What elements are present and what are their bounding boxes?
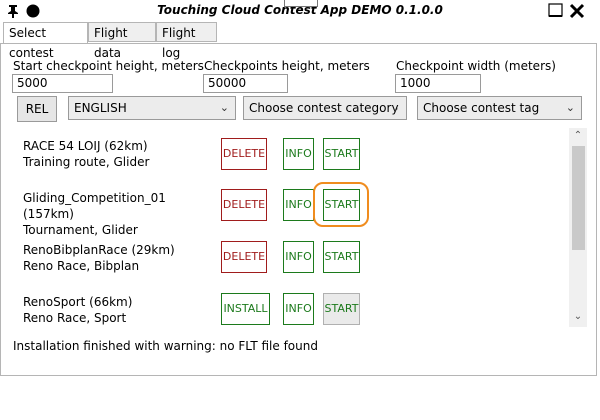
chevron-down-icon: ⌄ xyxy=(390,101,400,114)
category-select-value: Choose contest category xyxy=(249,101,399,115)
contest-subtitle: Training route, Glider xyxy=(23,155,150,169)
contest-subtitle: Reno Race, Bibplan xyxy=(23,259,140,273)
contest-title: RACE 54 LOIJ (62km) xyxy=(23,139,148,153)
start-button[interactable]: START xyxy=(323,293,360,325)
tag-select[interactable]: Choose contest tag ⌄ xyxy=(417,96,582,120)
title-bar: Touching Cloud Contest App DEMO 0.1.0.0 xyxy=(0,0,600,24)
delete-button[interactable]: DELETE xyxy=(221,189,267,221)
status-message: Installation finished with warning: no F… xyxy=(13,339,318,353)
checkpoint-width-input[interactable]: 1000 xyxy=(395,74,481,93)
tab-flight-log[interactable]: Flight log xyxy=(156,22,217,60)
delete-button[interactable]: DELETE xyxy=(221,241,267,273)
rel-button[interactable]: REL xyxy=(17,96,57,122)
contest-title: RenoBibplanRace (29km) xyxy=(23,243,175,257)
contest-subtitle: Reno Race, Sport xyxy=(23,311,127,325)
checkpoints-height-label: Checkpoints height, meters xyxy=(204,59,370,73)
contest-panel xyxy=(0,43,597,376)
checkpoint-width-label: Checkpoint width (meters) xyxy=(396,59,556,73)
checkpoints-height-input[interactable]: 50000 xyxy=(203,74,288,93)
contest-subtitle: Tournament, Glider xyxy=(23,223,138,237)
tag-select-value: Choose contest tag xyxy=(423,101,540,115)
pin-icon[interactable] xyxy=(6,4,20,18)
info-button[interactable]: INFO xyxy=(283,138,314,170)
contest-row-1-text: RACE 54 LOIJ (62km) Training route, Glid… xyxy=(23,138,213,170)
chevron-down-icon: ⌄ xyxy=(565,101,575,114)
highlight-ring xyxy=(313,182,369,227)
window-title: Touching Cloud Contest App DEMO 0.1.0.0 xyxy=(157,3,443,17)
contest-row-3-text: RenoBibplanRace (29km) Reno Race, Bibpla… xyxy=(23,242,213,274)
start-button[interactable]: START xyxy=(323,241,360,273)
language-select[interactable]: ENGLISH ⌄ xyxy=(68,96,236,120)
language-select-value: ENGLISH xyxy=(74,101,127,115)
contest-title: Gliding_Competition_01 (157km) xyxy=(23,191,166,221)
start-height-label: Start checkpoint height, meters xyxy=(13,59,204,73)
contest-row-4-text: RenoSport (66km) Reno Race, Sport xyxy=(23,294,213,326)
contest-row-2-text: Gliding_Competition_01 (157km) Tournamen… xyxy=(23,190,218,238)
scrollbar-thumb[interactable] xyxy=(572,146,585,250)
drag-handle[interactable] xyxy=(284,0,318,7)
info-button[interactable]: INFO xyxy=(283,241,314,273)
chevron-down-icon: ⌄ xyxy=(219,101,229,114)
delete-button[interactable]: DELETE xyxy=(221,138,267,170)
info-button[interactable]: INFO xyxy=(283,189,314,221)
category-select[interactable]: Choose contest category ⌄ xyxy=(243,96,407,120)
start-button[interactable]: START xyxy=(323,138,360,170)
install-button[interactable]: INSTALL xyxy=(221,293,270,325)
tab-select-contest[interactable]: Select contest xyxy=(3,22,88,60)
contest-title: RenoSport (66km) xyxy=(23,295,133,309)
tab-flight-data[interactable]: Flight data xyxy=(88,22,156,60)
record-circle-icon[interactable] xyxy=(26,4,40,18)
scroll-down-icon[interactable]: ⌄ xyxy=(573,311,583,322)
minimize-icon[interactable] xyxy=(548,3,564,19)
info-button[interactable]: INFO xyxy=(283,293,314,325)
scroll-up-icon[interactable]: ⌃ xyxy=(573,130,583,141)
close-icon[interactable] xyxy=(569,3,585,19)
start-button[interactable]: START xyxy=(323,189,360,221)
start-height-input[interactable]: 5000 xyxy=(12,74,113,93)
